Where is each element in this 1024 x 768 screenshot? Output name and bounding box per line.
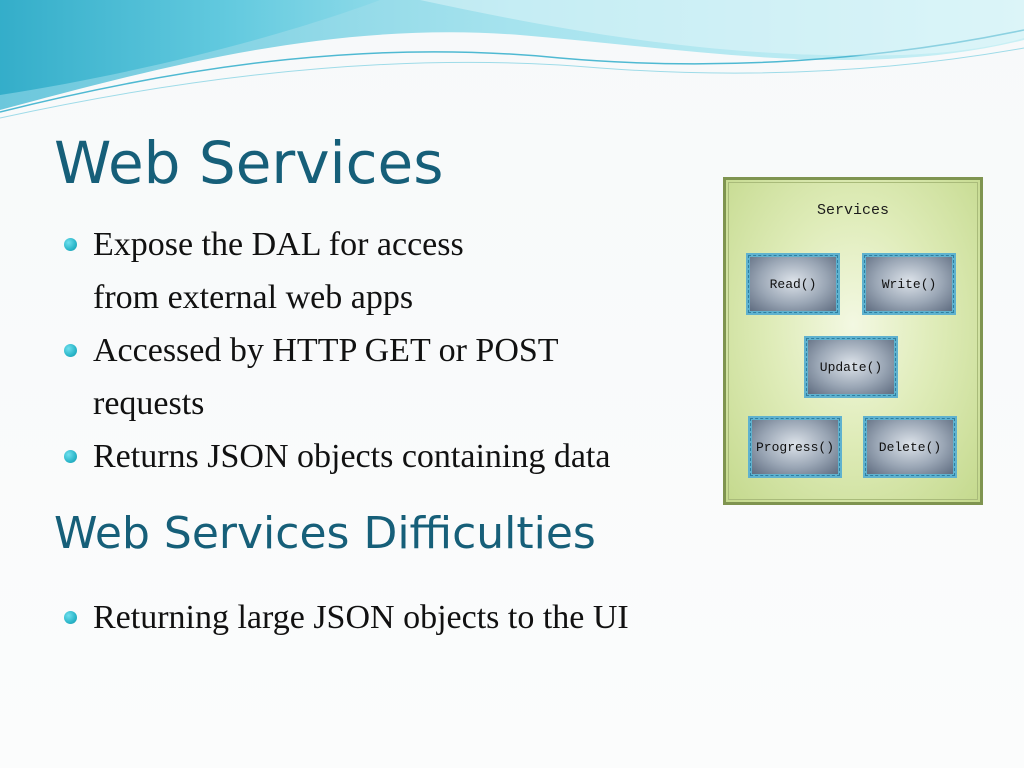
bullet-list-difficulties: Returning large JSON objects to the UI: [64, 591, 744, 644]
bullet-text: Expose the DAL for access: [93, 226, 464, 263]
bullet-text: Returns JSON objects containing data: [93, 438, 611, 475]
bullet-item: Expose the DAL for access from external …: [64, 218, 704, 324]
bullet-text: Returning large JSON objects to the UI: [93, 599, 629, 636]
bullet-text: from external web apps: [93, 279, 414, 316]
bullet-text: requests: [93, 385, 205, 422]
bullet-item: Returns JSON objects containing data: [64, 430, 704, 483]
bullet-item: Returning large JSON objects to the UI: [64, 591, 744, 644]
diagram-title: Services: [816, 202, 889, 219]
bullet-icon: [64, 450, 77, 463]
service-write-box: Write(): [862, 253, 956, 315]
services-diagram: Services Read() Write() Update() Progres…: [723, 177, 983, 505]
service-delete-box: Delete(): [863, 416, 957, 478]
service-progress-box: Progress(): [748, 416, 842, 478]
bullet-text: Accessed by HTTP GET or POST: [93, 332, 559, 369]
bullet-list: Expose the DAL for access from external …: [64, 218, 704, 483]
bullet-item: Accessed by HTTP GET or POST requests: [64, 324, 704, 430]
slide-title: Web Services: [54, 129, 444, 197]
service-update-box: Update(): [804, 336, 898, 398]
bullet-icon: [64, 611, 77, 624]
service-read-box: Read(): [746, 253, 840, 315]
bullet-icon: [64, 238, 77, 251]
section-heading: Web Services Difficulties: [54, 508, 596, 559]
header-wave-decoration: [0, 0, 1024, 119]
bullet-icon: [64, 344, 77, 357]
